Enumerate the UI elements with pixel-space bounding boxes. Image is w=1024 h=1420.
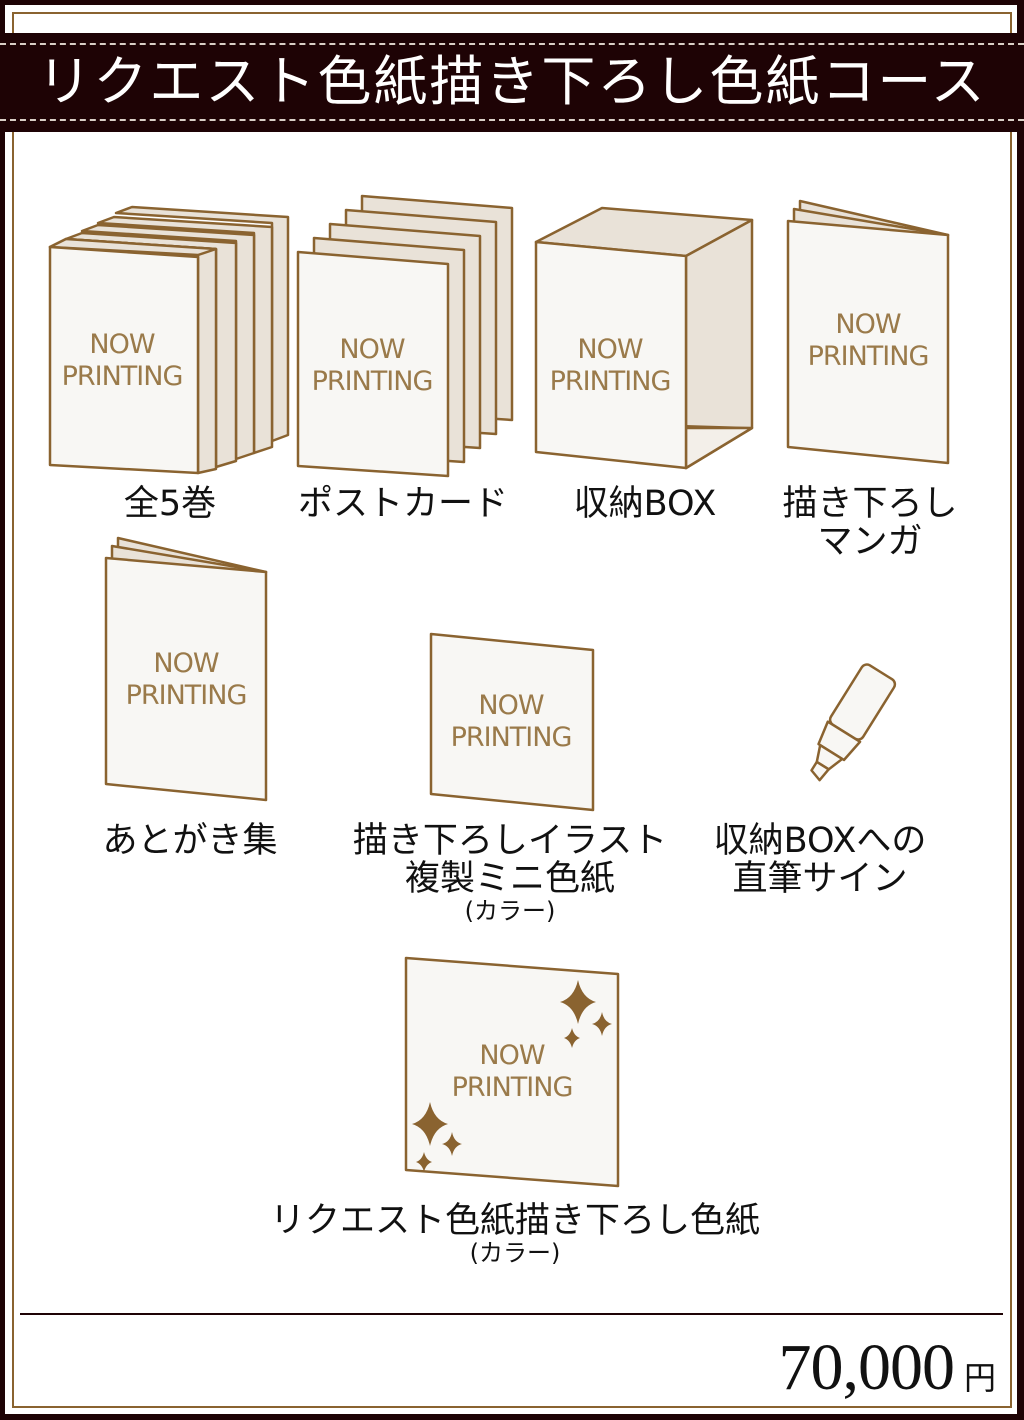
page-title: リクエスト色紙描き下ろし色紙コース [37,50,987,113]
svg-text:PRINTING: PRINTING [550,366,671,397]
item-label: あとがき集 [102,821,278,861]
svg-text:NOW: NOW [835,309,900,340]
svg-text:NOW: NOW [479,1040,544,1071]
shikishi-sparkle-icon: NOW PRINTING [404,956,620,1188]
svg-text:PRINTING: PRINTING [62,361,183,392]
label-line-1: 描き下ろし [782,484,958,524]
label-note: (カラー) [464,897,556,925]
title-banner: リクエスト色紙描き下ろし色紙コース [0,33,1024,132]
gold-inner-frame [12,12,1012,1408]
price-amount: 70,000 [778,1331,954,1404]
svg-text:PRINTING: PRINTING [808,341,929,372]
price-divider [20,1313,1003,1315]
svg-text:PRINTING: PRINTING [126,680,247,711]
item-label: 全5巻 [123,484,217,524]
label-line-1: リクエスト色紙描き下ろし色紙 [269,1201,760,1241]
svg-text:PRINTING: PRINTING [451,722,572,753]
label-line-2: 直筆サイン [732,859,908,899]
item-label: 収納BOXへの 直筆サイン [690,822,950,898]
dashed-rule-bottom [0,119,1024,121]
storage-box-icon: NOW PRINTING [534,206,754,470]
postcard-stack-icon: NOW PRINTING [296,194,514,478]
item-label: 描き下ろし マンガ [765,485,975,561]
svg-text:NOW: NOW [153,648,218,679]
label-line-2: 複製ミニ色紙 [404,859,615,899]
label-line-1: 描き下ろしイラスト [352,821,668,861]
svg-text:PRINTING: PRINTING [452,1072,573,1103]
mini-shikishi-icon: NOW PRINTING [429,632,595,812]
price-currency: 円 [963,1360,996,1396]
svg-text:NOW: NOW [89,329,154,360]
item-label: ポストカード [297,484,508,524]
item-label: 収納BOX [573,484,717,524]
svg-text:NOW: NOW [478,690,543,721]
book-stack-icon: NOW PRINTING [48,205,290,475]
dashed-rule-top [0,43,1024,45]
svg-text:PRINTING: PRINTING [312,366,433,397]
label-line-2: マンガ [817,522,923,562]
svg-text:NOW: NOW [339,334,404,365]
item-label: リクエスト色紙描き下ろし色紙 (カラー) [215,1202,815,1266]
item-label: 描き下ろしイラスト 複製ミニ色紙 (カラー) [340,822,680,924]
label-note: (カラー) [469,1239,561,1267]
booklet-icon: NOW PRINTING [104,536,268,802]
booklet-icon: NOW PRINTING [786,199,950,465]
svg-text:NOW: NOW [577,334,642,365]
marker-pen-icon [810,663,897,782]
label-line-1: 収納BOXへの [713,821,927,861]
sparkle-icon [412,980,612,1172]
